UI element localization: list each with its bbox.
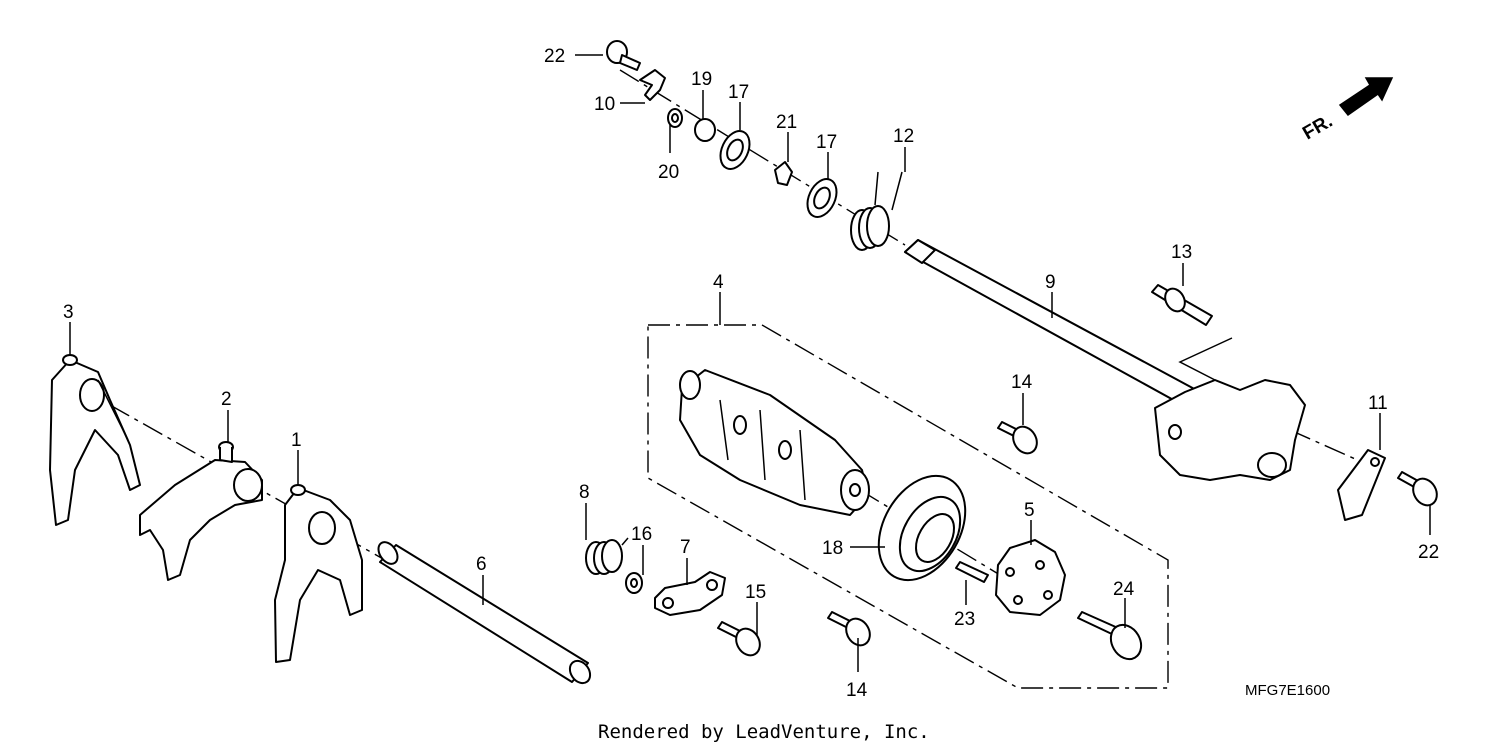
shift-fork-2 [139, 441, 263, 581]
shift-drum-segment-5 [995, 539, 1066, 616]
assembly-4-boundary [647, 324, 1169, 689]
bolt-13-leader [1178, 337, 1233, 381]
callout-13: 13 [1171, 242, 1192, 263]
callout-9: 9 [1045, 272, 1056, 293]
callout-8: 8 [579, 482, 590, 503]
callout-2: 2 [221, 389, 232, 410]
callout-4: 4 [713, 272, 724, 293]
callout-23: 23 [954, 609, 975, 630]
shift-drum-4 [679, 369, 870, 516]
gearshift-spindle-9 [904, 239, 1306, 481]
callout-14-upper: 14 [1011, 372, 1033, 393]
oil-seal-17a [719, 130, 751, 170]
bolt-14-upper [997, 421, 1038, 455]
callout-16: 16 [631, 524, 652, 545]
callout-19: 19 [691, 69, 712, 90]
shift-fork-3 [49, 354, 141, 526]
bolt-22-top [606, 40, 641, 71]
bolt-13 [1151, 284, 1213, 326]
diagram-code: MFG7E1600 [1245, 682, 1330, 699]
bearing-18 [877, 474, 967, 582]
collar-19 [694, 118, 716, 142]
oil-seal-17b [806, 178, 838, 218]
callout-17-lower: 17 [816, 132, 837, 153]
washer-16 [625, 572, 643, 594]
bolt-14-lower [827, 611, 871, 647]
callout-6: 6 [476, 554, 487, 575]
stopper-arm-7 [654, 571, 726, 616]
callout-12: 12 [893, 126, 914, 147]
shift-fork-1 [274, 484, 363, 663]
callout-10: 10 [594, 94, 615, 115]
callout-21: 21 [776, 112, 797, 133]
spring-8 [585, 525, 629, 575]
callout-15: 15 [745, 582, 766, 603]
callout-24: 24 [1113, 579, 1135, 600]
bolt-24 [1077, 611, 1143, 661]
front-marker-label: FR. [1299, 111, 1336, 144]
pin-23 [955, 561, 989, 583]
callout-3: 3 [63, 302, 74, 323]
leader-lines [69, 54, 1431, 672]
bolt-22-right [1397, 471, 1438, 507]
fork-shaft-6 [377, 541, 592, 685]
callout-5: 5 [1024, 500, 1035, 521]
bolt-15 [717, 621, 761, 657]
plate-11 [1337, 449, 1386, 521]
callout-7: 7 [680, 537, 691, 558]
washer-20 [667, 108, 683, 128]
callout-18: 18 [822, 538, 843, 559]
callout-17-upper: 17 [728, 82, 749, 103]
callout-1: 1 [291, 430, 302, 451]
bracket-10 [639, 69, 666, 101]
callout-22-right: 22 [1418, 542, 1439, 563]
return-spring-12 [850, 171, 903, 251]
footer-credit: Rendered by LeadVenture, Inc. [598, 721, 930, 743]
front-direction-marker: FR. [1299, 77, 1394, 144]
callout-14-lower: 14 [846, 680, 868, 701]
front-arrow-icon [1338, 77, 1394, 117]
callout-22-top: 22 [544, 46, 565, 67]
circlip-21 [774, 161, 793, 186]
callout-20: 20 [658, 162, 679, 183]
callout-11: 11 [1368, 393, 1388, 414]
